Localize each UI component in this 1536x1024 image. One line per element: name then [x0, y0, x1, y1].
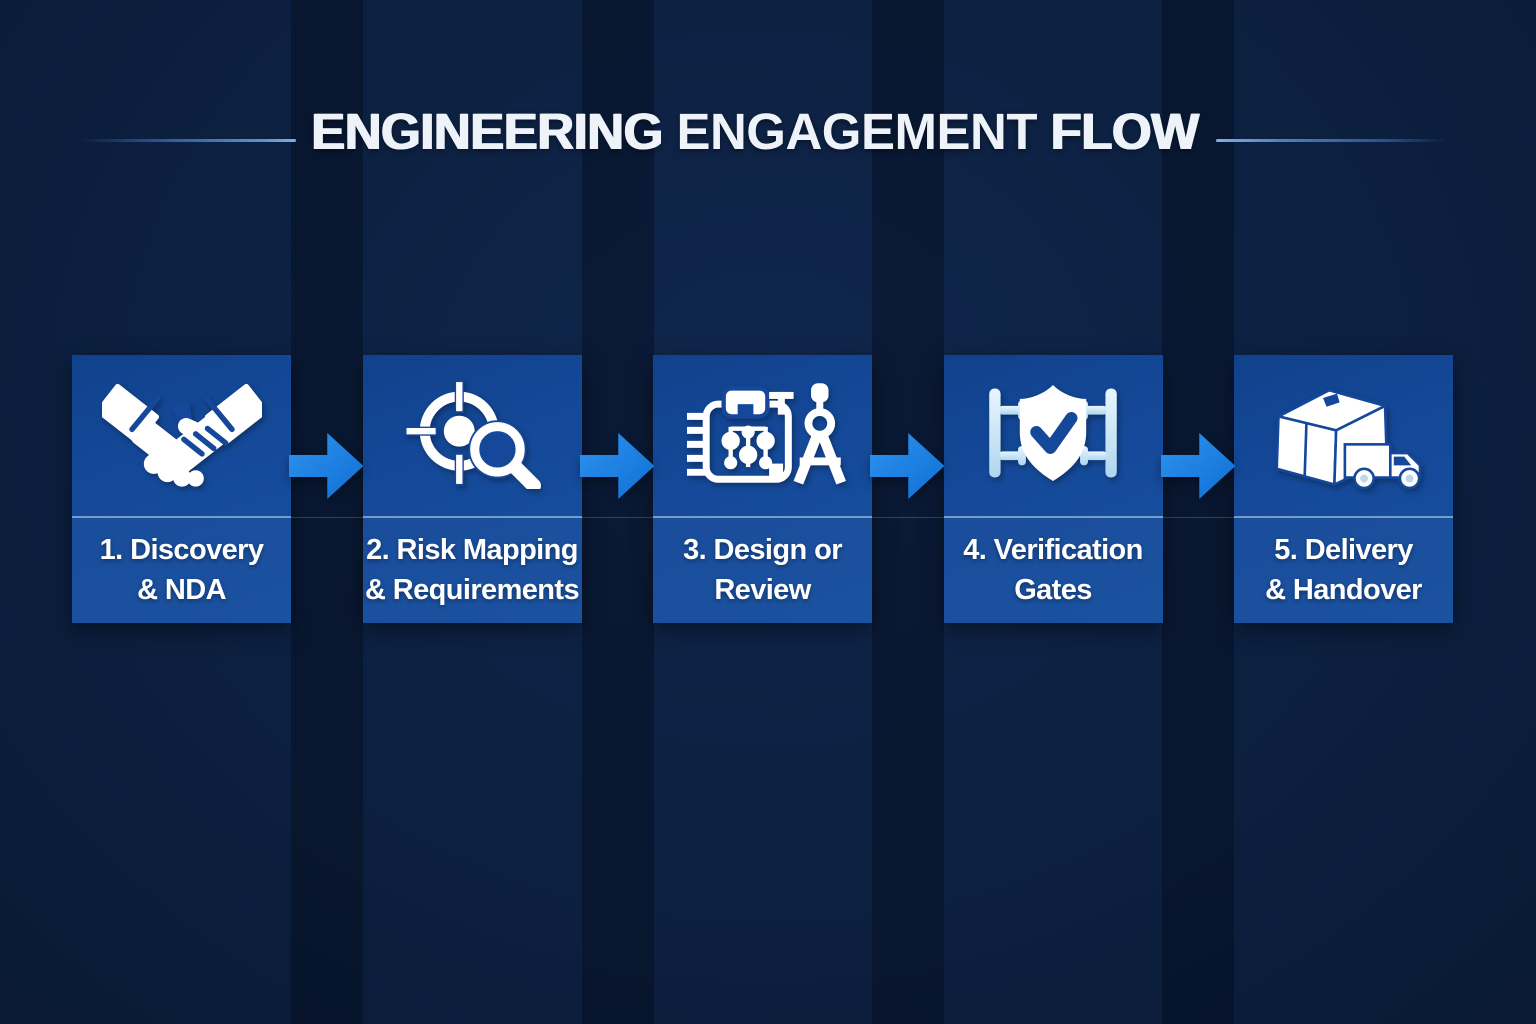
shield-check-gates-icon	[970, 375, 1136, 496]
step-label-line2: Review	[714, 574, 811, 607]
header: ENGINEERING ENGAGEMENT FLOW	[0, 102, 1536, 161]
step-label: 2. Risk Mapping & Requirements	[362, 515, 582, 623]
background-strip	[1162, 0, 1234, 1024]
background-strip	[872, 0, 944, 1024]
step-label-line2: & Handover	[1265, 574, 1422, 607]
step-card-discovery-nda: 1. Discovery & NDA	[72, 355, 291, 623]
title-word: ENGINEERING	[311, 103, 663, 160]
step-label-line1: 2. Risk Mapping	[366, 534, 578, 567]
step-label-line2: Gates	[1014, 574, 1092, 607]
title-rule-right	[1216, 139, 1446, 142]
step-label-line2: & NDA	[137, 574, 226, 607]
flow-arrow	[289, 355, 364, 623]
package-truck-icon	[1261, 375, 1427, 496]
step-label: 4. Verification Gates	[943, 515, 1163, 623]
title-word: FLOW	[1050, 103, 1200, 160]
process-flow: 1. Discovery & NDA	[72, 355, 1453, 623]
step-label-line1: 3. Design or	[683, 534, 842, 567]
handshake-icon	[95, 377, 268, 494]
background-strip	[582, 0, 654, 1024]
step-label: 1. Discovery & NDA	[72, 515, 291, 623]
step-label: 5. Delivery & Handover	[1234, 515, 1453, 623]
title-rule-left	[80, 139, 296, 142]
step-card-delivery-handover: 5. Delivery & Handover	[1234, 355, 1453, 623]
background-strip	[291, 0, 363, 1024]
step-label-line1: 1. Discovery	[99, 534, 264, 567]
circuit-compass-icon	[680, 375, 846, 496]
step-label: 3. Design or Review	[653, 515, 872, 623]
step-label-line1: 4. Verification	[963, 534, 1143, 567]
flow-arrow	[579, 355, 654, 623]
flow-arrow	[870, 355, 945, 623]
step-card-verification-gates: 4. Verification Gates	[943, 355, 1163, 623]
step-label-line1: 5. Delivery	[1274, 534, 1413, 567]
step-card-design-review: 3. Design or Review	[653, 355, 872, 623]
step-label-line2: & Requirements	[365, 574, 580, 607]
title-word: ENGAGEMENT	[676, 103, 1037, 160]
step-card-risk-mapping: 2. Risk Mapping & Requirements	[362, 355, 582, 623]
flow-arrow	[1160, 355, 1235, 623]
page-title: ENGINEERING ENGAGEMENT FLOW	[311, 102, 1199, 161]
risk-target-magnifier-icon	[392, 377, 552, 494]
